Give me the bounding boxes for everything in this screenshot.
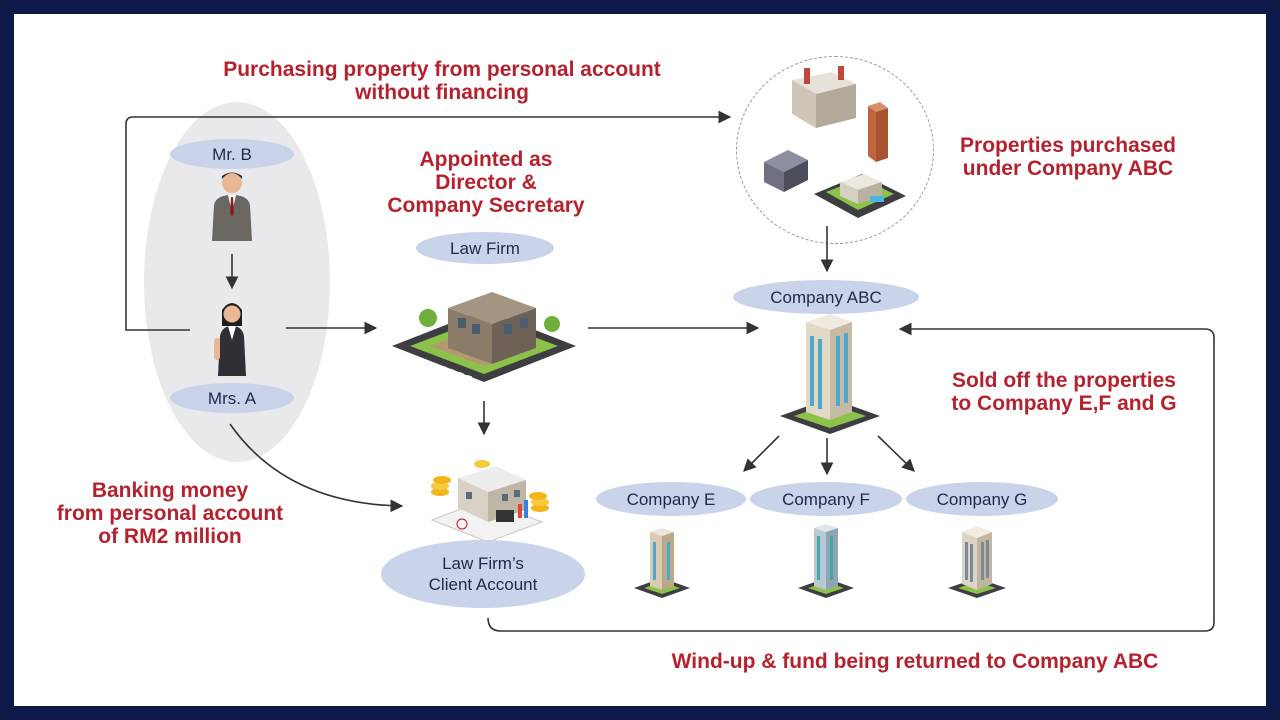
arrow-purchase-loop [125, 110, 732, 331]
company-e-node: Company E [596, 482, 746, 516]
mr-b-node: Mr. B [170, 139, 294, 169]
building-icon-g [948, 526, 1006, 598]
company-abc-node: Company ABC [733, 280, 919, 314]
appointed-label: Appointed as Director & Company Secretar… [387, 148, 585, 217]
sold-label: Sold off the properties to Company E,F a… [951, 369, 1177, 415]
tower-building-icon [780, 314, 880, 434]
building-icon-f [798, 524, 854, 598]
company-g-node: Company G [906, 482, 1058, 516]
money-building-icon [430, 460, 549, 543]
arrow-abc-to-g [877, 435, 915, 472]
windup-label: Wind-up & fund being returned to Company… [671, 650, 1159, 673]
arrow-mrsa-to-client [229, 423, 404, 513]
arrow-abc-to-e [743, 435, 780, 472]
office-building-icon [392, 292, 576, 382]
properties-dashed-circle [736, 56, 934, 244]
purchasing-label: Purchasing property from personal accoun… [223, 58, 661, 104]
banking-label: Banking money from personal account of R… [56, 479, 284, 548]
arrow-windup-loop [487, 322, 1215, 632]
businesswoman-icon [214, 303, 246, 376]
properties-cluster-icon [764, 66, 906, 218]
businessman-icon [212, 172, 252, 241]
company-f-node: Company F [750, 482, 902, 516]
diagram-canvas: Purchasing property from personal accoun… [14, 14, 1266, 706]
properties-label: Properties purchased under Company ABC [960, 134, 1176, 180]
connectors [125, 110, 1215, 632]
building-icon-e [634, 528, 690, 598]
mrs-a-node: Mrs. A [170, 383, 294, 413]
law-firm-node: Law Firm [416, 232, 554, 264]
client-account-node: Law Firm’s Client Account [381, 540, 585, 608]
